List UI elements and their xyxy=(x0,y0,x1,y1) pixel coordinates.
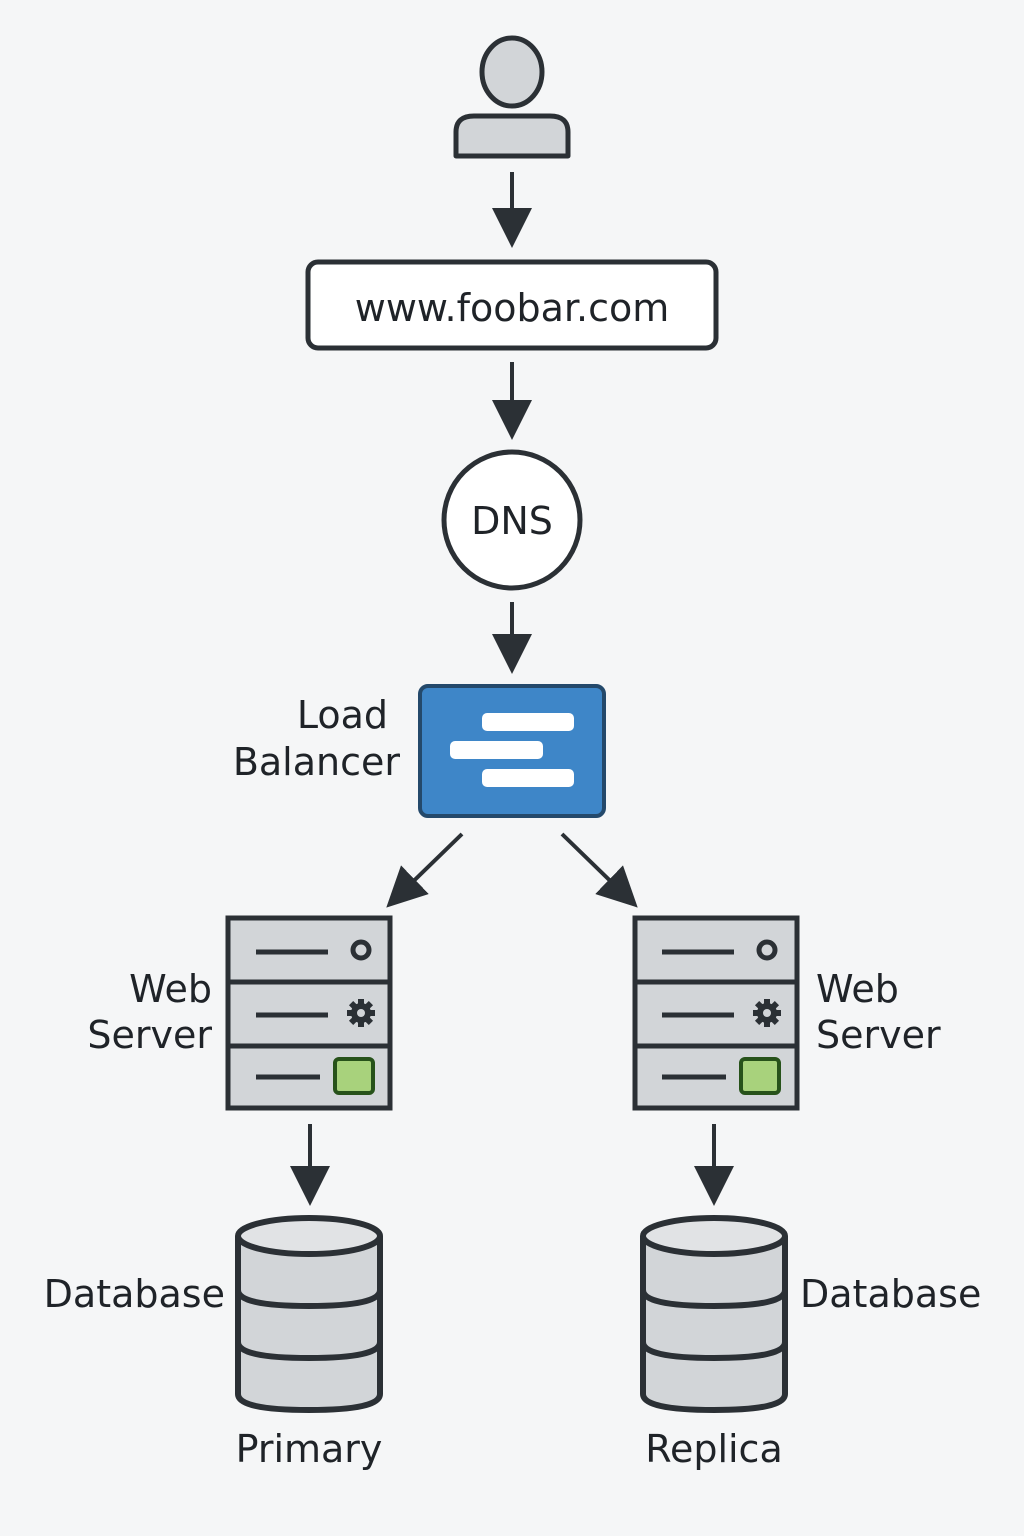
db-primary-label: Database xyxy=(44,1272,225,1316)
arrow-lb-to-web-server-right xyxy=(560,832,638,908)
arrow-lb-to-web-server-left xyxy=(386,832,464,908)
status-led xyxy=(333,1057,375,1095)
power-indicator-icon xyxy=(756,939,778,961)
web-server-right-label-line2: Server xyxy=(816,1013,941,1057)
gear-icon xyxy=(753,999,781,1027)
dns-node: DNS xyxy=(441,449,583,591)
url-label: www.foobar.com xyxy=(355,286,669,330)
gear-icon xyxy=(347,999,375,1027)
web-server-left-label-line2: Server xyxy=(87,1013,212,1057)
load-balancer-label-line1: Load xyxy=(297,693,388,737)
server-icon xyxy=(632,915,800,1111)
database-icon xyxy=(235,1215,383,1414)
server-icon xyxy=(225,915,393,1111)
dns-label: DNS xyxy=(471,499,553,543)
load-balancer-icon xyxy=(418,684,606,818)
db-primary-caption: Primary xyxy=(236,1427,383,1471)
web-server-left-label-line1: Web xyxy=(129,967,212,1011)
url-box: www.foobar.com xyxy=(305,259,719,351)
status-led xyxy=(739,1057,781,1095)
load-balancer-label-line2: Balancer xyxy=(233,740,401,784)
web-server-right-label-line1: Web xyxy=(816,967,899,1011)
power-indicator-icon xyxy=(350,939,372,961)
db-replica-caption: Replica xyxy=(645,1427,783,1471)
database-icon xyxy=(640,1215,788,1414)
user-icon xyxy=(453,35,571,159)
db-replica-label: Database xyxy=(800,1272,981,1316)
